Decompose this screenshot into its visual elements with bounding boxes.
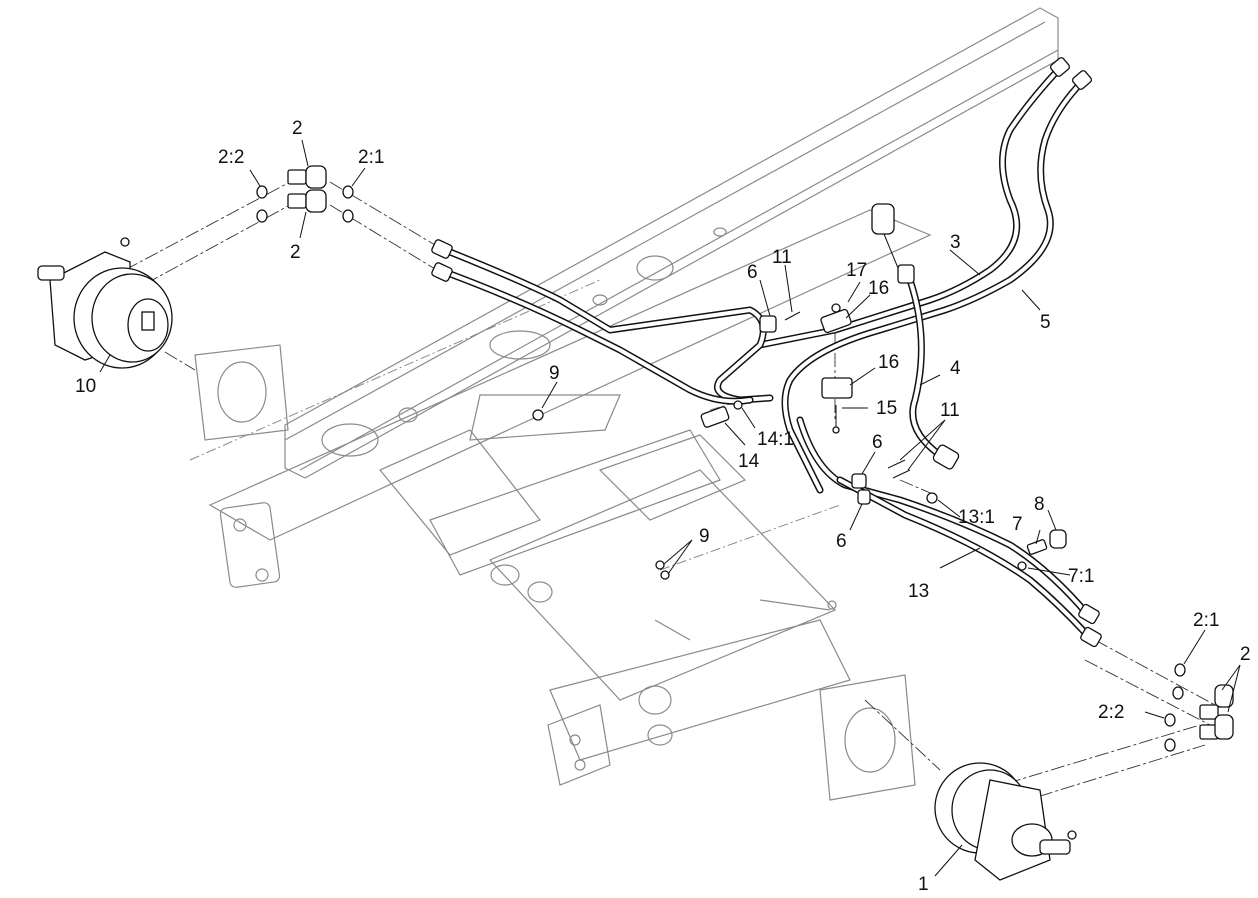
hardware bbox=[256, 165, 1234, 752]
callout-2-1-right: 2:1 bbox=[1193, 610, 1219, 631]
callout-14: 14 bbox=[738, 451, 760, 472]
callout-4: 4 bbox=[950, 358, 961, 379]
callout-9-a: 9 bbox=[549, 363, 560, 384]
callout-2-right: 2 bbox=[1240, 644, 1251, 665]
callout-13: 13 bbox=[908, 581, 929, 602]
hydraulic-motor-10 bbox=[37, 237, 173, 369]
callout-10: 10 bbox=[75, 376, 96, 397]
callout-2-top-b: 2 bbox=[290, 242, 301, 263]
callout-2-1-top: 2:1 bbox=[358, 147, 384, 168]
callout-14-1: 14:1 bbox=[757, 429, 794, 450]
callout-6-c: 6 bbox=[836, 531, 847, 552]
callout-5: 5 bbox=[1040, 312, 1051, 333]
callout-11-b: 11 bbox=[940, 400, 960, 421]
assembly-centerlines bbox=[124, 181, 1216, 811]
hydraulic-motor-1 bbox=[934, 762, 1077, 881]
callout-1: 1 bbox=[918, 874, 929, 895]
hose-13-b bbox=[836, 476, 1094, 642]
callout-labels: 1 2 2 2 2:1 2:1 2:2 2:2 3 4 5 6 6 6 7 7:… bbox=[75, 118, 1251, 895]
elbow-fitting-2-right bbox=[1199, 684, 1234, 740]
callout-7-1: 7:1 bbox=[1068, 566, 1094, 587]
callout-11-a: 11 bbox=[772, 247, 792, 268]
hose-5 bbox=[781, 78, 1086, 494]
callout-2-2-right: 2:2 bbox=[1098, 702, 1124, 723]
callout-13-1: 13:1 bbox=[958, 507, 995, 528]
callout-17: 17 bbox=[846, 260, 867, 281]
callout-9-b: 9 bbox=[699, 526, 710, 547]
elbow-fitting-2-top bbox=[287, 165, 327, 213]
callout-2-2-top: 2:2 bbox=[218, 147, 244, 168]
callout-6-a: 6 bbox=[747, 262, 758, 283]
callout-16-a: 16 bbox=[868, 278, 889, 299]
chassis-frame bbox=[189, 7, 1059, 801]
hoses bbox=[431, 57, 1102, 648]
leader-lines bbox=[99, 139, 1241, 877]
callout-3: 3 bbox=[950, 232, 961, 253]
callout-16-b: 16 bbox=[878, 352, 899, 373]
callout-7: 7 bbox=[1012, 514, 1023, 535]
callout-8: 8 bbox=[1034, 494, 1045, 515]
callout-6-b: 6 bbox=[872, 432, 883, 453]
callout-15: 15 bbox=[876, 398, 897, 419]
callout-2-top-a: 2 bbox=[292, 118, 303, 139]
